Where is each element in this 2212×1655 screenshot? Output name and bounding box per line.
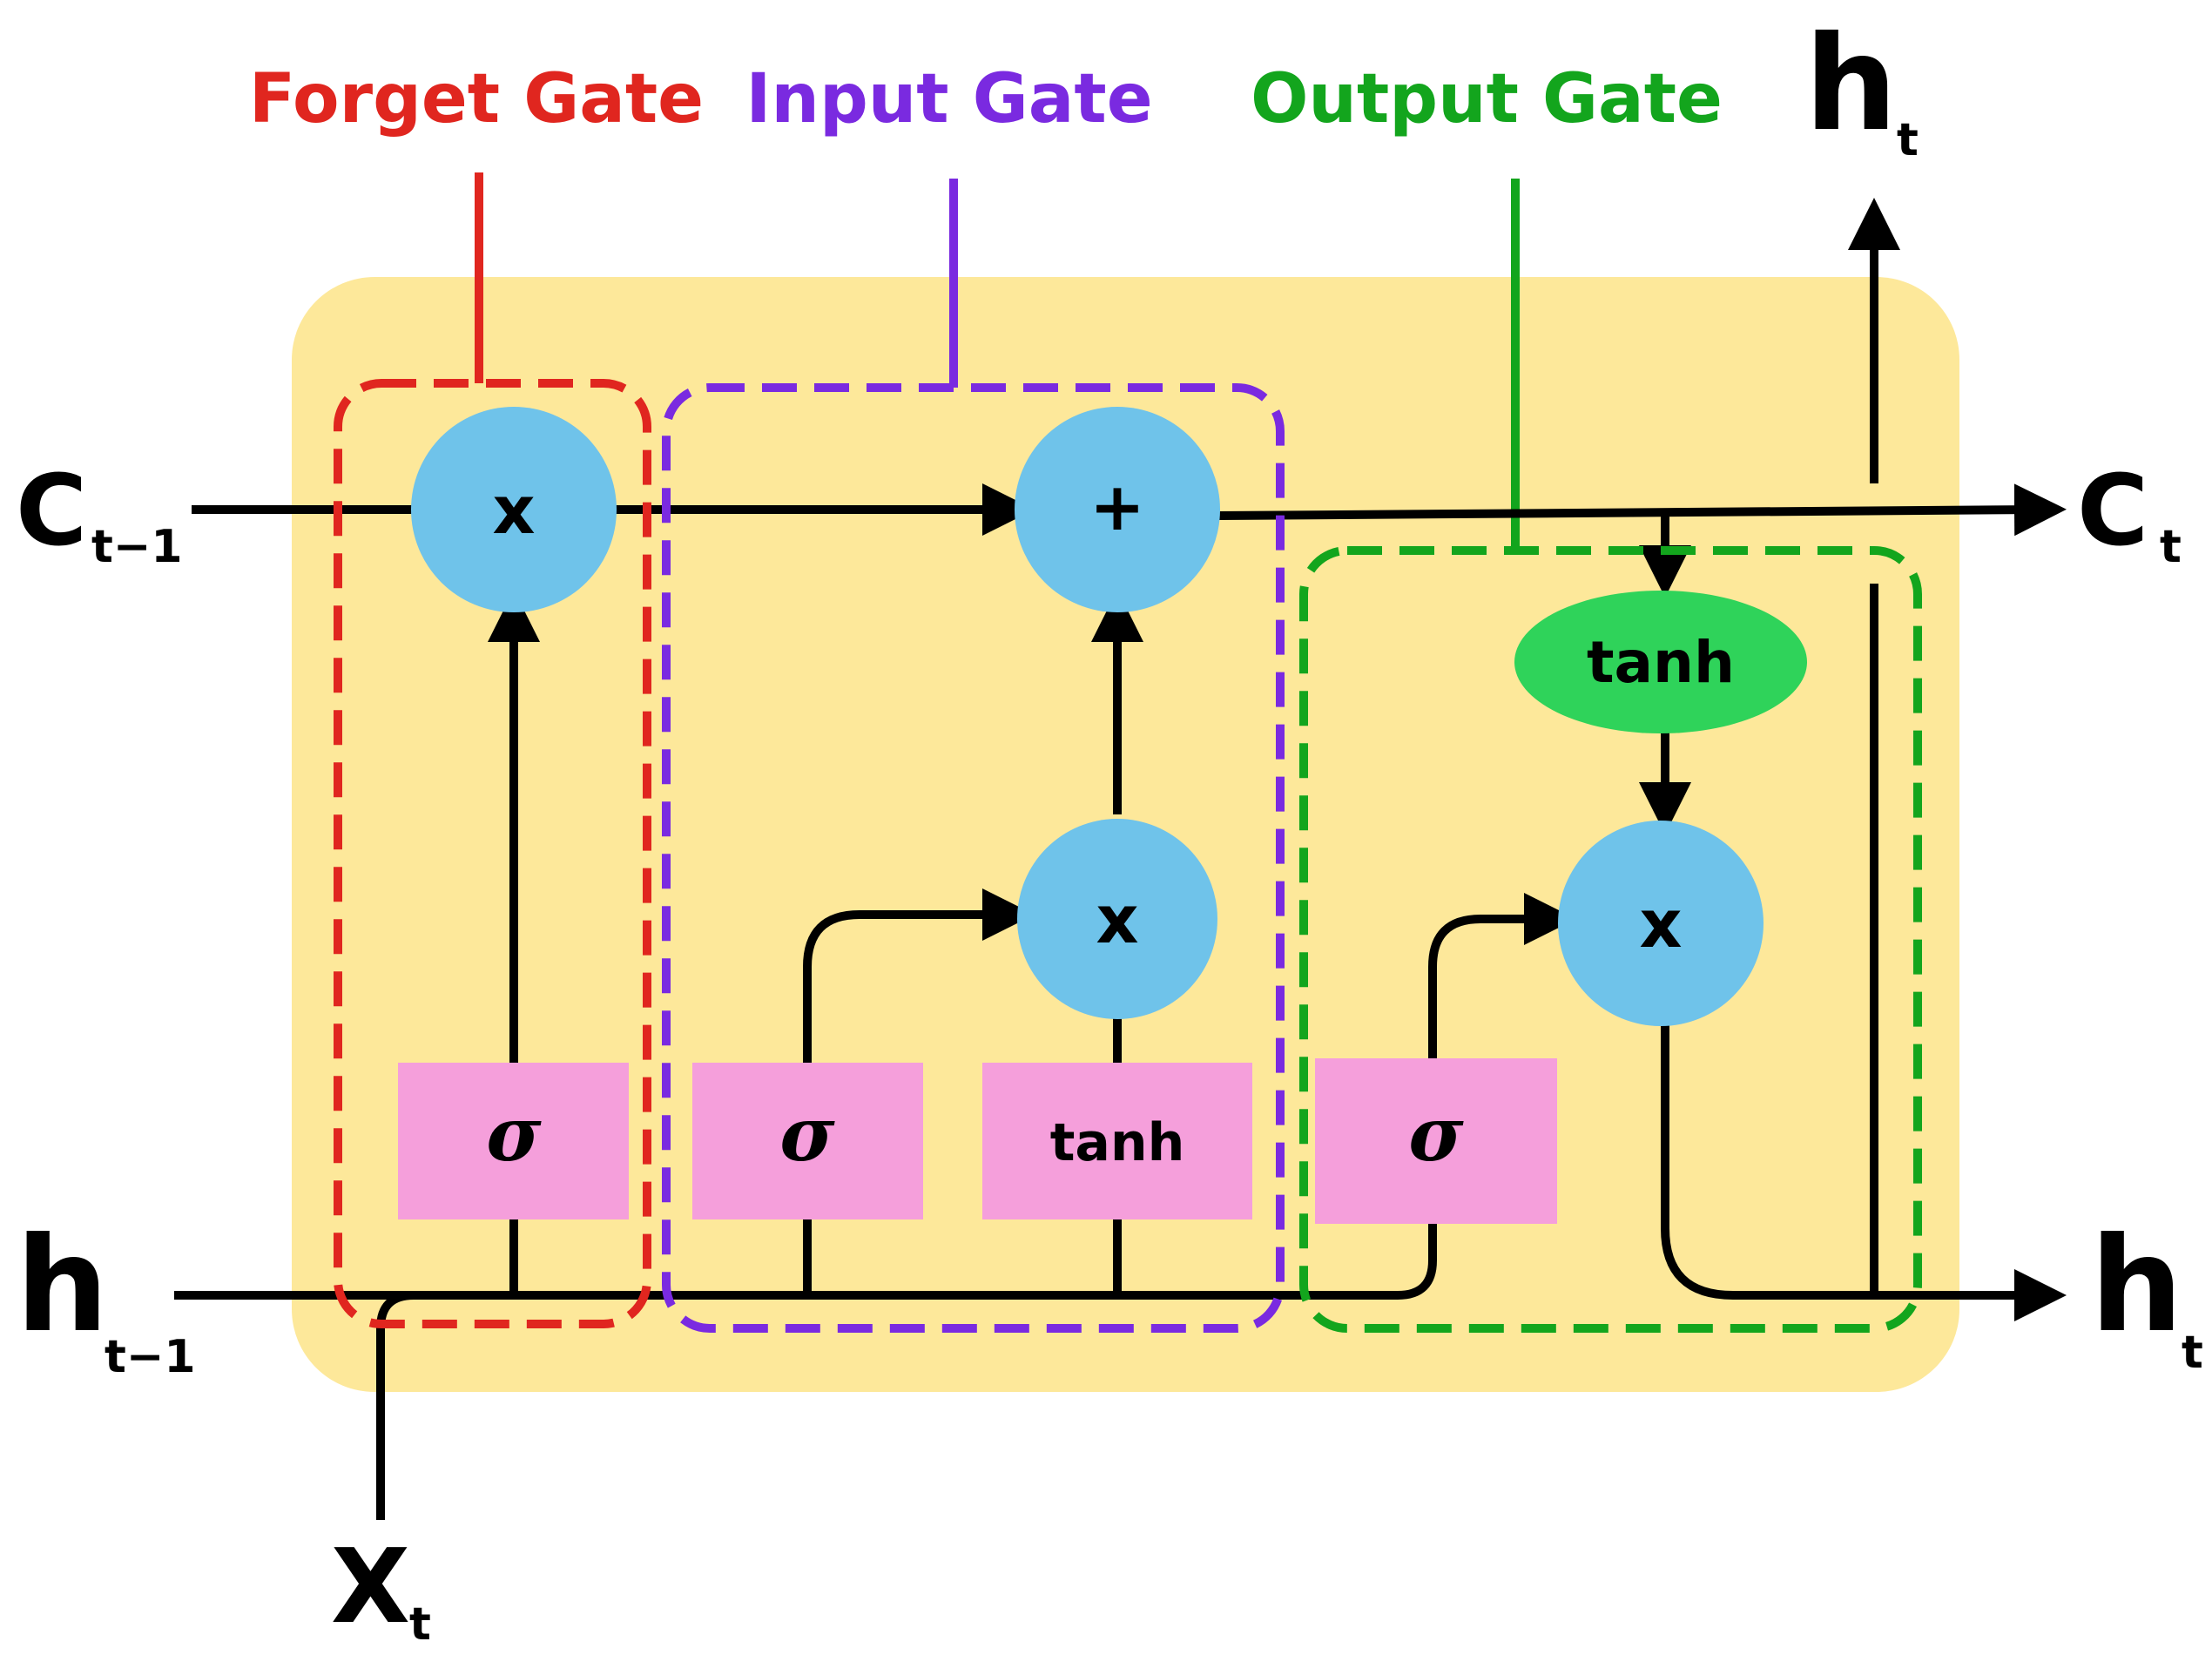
svg-text:t: t (409, 1598, 431, 1651)
h-t-top-label: h t (1804, 9, 1919, 166)
output-sigma-layer: σ (1315, 1058, 1557, 1224)
output-tanh-node: tanh (1514, 591, 1807, 733)
svg-text:t: t (2182, 1327, 2203, 1379)
input-multiply-node: x (1017, 819, 1217, 1019)
svg-text:σ: σ (779, 1091, 835, 1179)
svg-text:C: C (16, 455, 87, 568)
svg-text:h: h (16, 1210, 109, 1361)
svg-text:σ: σ (1408, 1091, 1464, 1179)
hidden-state-bus (174, 1215, 1437, 1300)
svg-text:t−1: t−1 (105, 1331, 196, 1383)
input-sigma-layer: σ (692, 1063, 923, 1219)
svg-text:+: + (1089, 468, 1145, 545)
svg-text:X: X (331, 1526, 410, 1646)
svg-text:t: t (2160, 521, 2182, 573)
c-t-label: C t (2077, 455, 2182, 573)
output-sigma-to-multiply-arrow (1428, 893, 1576, 1058)
forget-gate-title: Forget Gate (249, 60, 704, 138)
output-multiply-to-ht-arrow (1661, 1023, 2067, 1321)
forget-gate-box (334, 379, 651, 1328)
h-t-output-label: h t (2090, 1210, 2203, 1379)
input-sigma-to-multiply-arrow (803, 888, 1035, 1063)
c-prev-label: C t−1 (16, 455, 183, 573)
output-gate-box (1299, 546, 1922, 1333)
svg-text:C: C (2077, 455, 2148, 568)
output-gate-title: Output Gate (1251, 60, 1723, 138)
svg-text:tanh: tanh (1050, 1112, 1185, 1173)
svg-text:t: t (1897, 114, 1919, 166)
svg-text:x: x (1096, 881, 1138, 958)
cell-state-out-arrow (1218, 483, 2067, 537)
svg-text:t−1: t−1 (91, 521, 183, 573)
svg-text:x: x (492, 471, 535, 549)
forget-sigma-layer: σ (398, 1063, 629, 1219)
cell-add-node: + (1015, 407, 1220, 612)
svg-text:σ: σ (486, 1091, 542, 1179)
svg-text:tanh: tanh (1587, 629, 1735, 696)
x-t-label: X t (331, 1526, 431, 1651)
h-prev-label: h t−1 (16, 1210, 196, 1383)
input-gate-title: Input Gate (745, 60, 1152, 138)
svg-text:h: h (1804, 9, 1898, 160)
forget-multiply-node: x (411, 407, 617, 612)
svg-text:h: h (2090, 1210, 2183, 1361)
output-multiply-node: x (1558, 821, 1764, 1026)
input-tanh-layer: tanh (982, 1063, 1252, 1219)
svg-text:x: x (1639, 885, 1682, 963)
input-gate-box (662, 383, 1285, 1333)
